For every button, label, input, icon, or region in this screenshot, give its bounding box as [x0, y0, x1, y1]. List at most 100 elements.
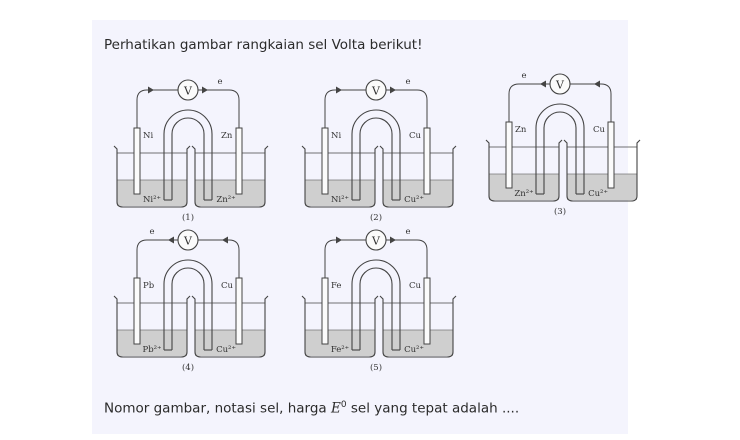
right-electrode-label: Zn	[221, 131, 233, 141]
cell-number: (3)	[554, 206, 566, 217]
electron-label: e	[405, 77, 410, 87]
electron-label: e	[405, 227, 410, 237]
left-ion-label: Zn²⁺	[514, 189, 533, 199]
cell-number: (2)	[370, 212, 382, 223]
right-ion-label: Cu²⁺	[404, 195, 424, 205]
left-electrode	[321, 277, 329, 345]
left-electrode	[133, 277, 141, 345]
left-wire	[136, 89, 178, 128]
right-electrode-label: Cu	[409, 131, 422, 141]
electron-label: e	[149, 227, 154, 237]
right-wire	[386, 89, 428, 128]
electron-arrow	[168, 236, 174, 244]
voltmeter	[365, 79, 387, 101]
right-electrode	[235, 127, 243, 195]
left-electrode-label: Pb	[143, 281, 155, 291]
cell-number: (1)	[182, 212, 194, 223]
left-wire	[136, 239, 178, 278]
left-ion-label: Ni²⁺	[143, 195, 161, 205]
right-beaker	[191, 145, 269, 208]
left-electrode-label: Zn	[515, 125, 527, 135]
cell-number: (5)	[370, 362, 382, 373]
right-wire	[198, 239, 240, 278]
voltmeter-label: V	[371, 235, 381, 248]
electrolyte	[489, 174, 559, 200]
question-footer: Nomor gambar, notasi sel, harga E0 sel y…	[104, 400, 519, 417]
right-beaker	[379, 295, 457, 358]
right-electrode-label: Cu	[221, 281, 234, 291]
right-wire	[570, 83, 612, 122]
left-wire	[324, 239, 366, 278]
right-wire	[386, 239, 428, 278]
electrolyte	[383, 180, 453, 206]
left-wire	[508, 83, 550, 122]
left-electrode	[505, 121, 513, 189]
left-electrode-label: Ni	[331, 131, 341, 141]
electrolyte	[117, 180, 187, 206]
right-beaker	[191, 295, 269, 358]
voltmeter	[177, 229, 199, 251]
left-wire	[324, 89, 366, 128]
left-electrode	[133, 127, 141, 195]
left-electrode-label: Ni	[143, 131, 153, 141]
right-electrode-label: Cu	[409, 281, 422, 291]
footer-sup: 0	[340, 400, 347, 410]
cell-number: (4)	[182, 362, 194, 373]
electron-arrow	[390, 86, 396, 94]
right-electrode	[423, 277, 431, 345]
voltmeter	[365, 229, 387, 251]
salt-bridge	[163, 259, 213, 350]
left-electrode	[321, 127, 329, 195]
question-prompt: Perhatikan gambar rangkaian sel Volta be…	[104, 37, 423, 53]
right-electrode	[235, 277, 243, 345]
left-ion-label: Ni²⁺	[331, 195, 349, 205]
left-beaker	[113, 295, 191, 358]
footer-symbol: E	[330, 400, 341, 417]
electrolyte	[305, 180, 375, 206]
left-electrode-label: Fe	[331, 281, 341, 291]
right-ion-label: Cu²⁺	[404, 345, 424, 355]
voltmeter	[549, 73, 571, 95]
right-electrode-label: Cu	[593, 125, 606, 135]
right-beaker	[563, 139, 641, 202]
right-wire	[198, 89, 240, 128]
voltmeter-label: V	[371, 85, 381, 98]
left-ion-label: Fe²⁺	[331, 345, 349, 355]
electron-label: e	[521, 71, 526, 81]
left-beaker	[301, 145, 379, 208]
electron-arrow	[202, 86, 208, 94]
electron-arrow	[390, 236, 396, 244]
right-ion-label: Cu²⁺	[216, 345, 236, 355]
left-ion-label: Pb²⁺	[142, 345, 161, 355]
footer-text-after: sel yang tepat adalah ....	[346, 400, 520, 417]
electrolyte	[305, 330, 375, 356]
salt-bridge	[163, 109, 213, 200]
right-beaker	[379, 145, 457, 208]
voltmeter-label: V	[555, 79, 565, 92]
left-beaker	[113, 145, 191, 208]
right-electrode	[423, 127, 431, 195]
salt-bridge	[351, 109, 401, 200]
electron-label: e	[217, 77, 222, 87]
electrolyte	[117, 330, 187, 356]
right-ion-label: Zn²⁺	[216, 195, 235, 205]
voltmeter-label: V	[183, 235, 193, 248]
electrolyte	[383, 330, 453, 356]
electrolyte	[567, 174, 637, 200]
left-beaker	[485, 139, 563, 202]
electron-arrow	[540, 80, 546, 88]
left-beaker	[301, 295, 379, 358]
electrolyte	[195, 330, 265, 356]
voltmeter	[177, 79, 199, 101]
electrolyte	[195, 180, 265, 206]
voltmeter-label: V	[183, 85, 193, 98]
right-electrode	[607, 121, 615, 189]
salt-bridge	[535, 103, 585, 194]
salt-bridge	[351, 259, 401, 350]
right-ion-label: Cu²⁺	[588, 189, 608, 199]
